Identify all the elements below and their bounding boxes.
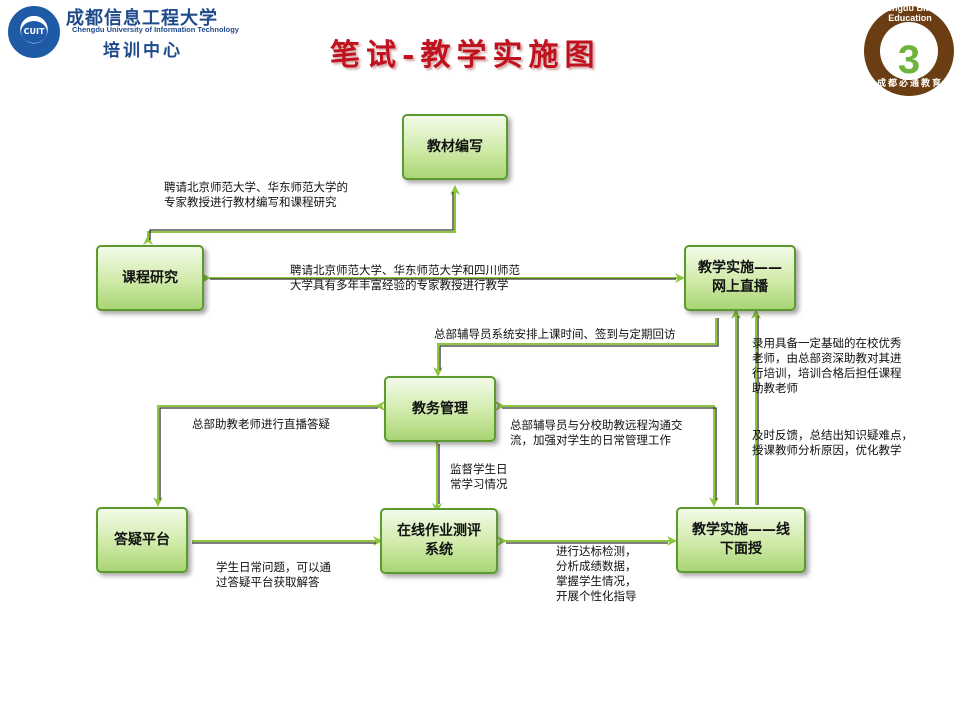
connector-academic-offline-line xyxy=(502,407,717,500)
connector-academic-offline xyxy=(495,401,719,507)
label-supervise-study: 监督学生日 常学习情况 xyxy=(450,462,508,491)
label-assessment: 进行达标检测， 分析成绩数据， 掌握学生情况， 开展个性化指导 xyxy=(556,544,637,603)
node-course-research: 课程研究 xyxy=(96,245,204,311)
node-qa-platform: 答疑平台 xyxy=(96,507,188,573)
cuit-seal-logo: CUIT xyxy=(8,6,60,58)
node-textbook: 教材编写 xyxy=(402,114,508,180)
org-dept: 培训中心 xyxy=(103,41,183,61)
node-homework-system: 在线作业测评 系统 xyxy=(380,508,498,574)
connector-research-textbook xyxy=(143,185,460,245)
cuit-seal-text: CUIT xyxy=(21,21,47,43)
org-name-cn: 成都信息工程大学 xyxy=(66,8,218,29)
label-timely-feedback: 及时反馈，总结出知识疑难点， 授课教师分析原因，优化教学 xyxy=(752,428,913,457)
node-online-teaching: 教学实施—— 网上直播 xyxy=(684,245,796,311)
connector-academic-qa-line xyxy=(159,407,378,500)
label-schedule-visits: 总部辅导员系统安排上课时间、签到与定期回访 xyxy=(434,327,676,341)
brand-mark: 3 xyxy=(897,38,921,82)
bitong-brand-logo: 3 xyxy=(864,6,954,96)
connector-online-academic-line xyxy=(439,318,719,370)
connector-research-textbook-line xyxy=(149,192,454,240)
brand-text-bottom: 成都必通教育 xyxy=(876,79,943,89)
node-academic-affairs: 教务管理 xyxy=(384,376,496,442)
label-hire-experts-textbook: 聘请北京师范大学、华东师范大学的 专家教授进行教材编写和课程研究 xyxy=(164,180,348,209)
label-live-qa: 总部助教老师进行直播答疑 xyxy=(192,417,330,431)
node-offline-teaching: 教学实施——线 下面授 xyxy=(676,507,806,573)
org-name-en: Chengdu University of Information Techno… xyxy=(72,25,239,34)
label-recruit-tutors: 录用具备一定基础的在校优秀 老师，由总部资深助教对其进 行培训，培训合格后担任课… xyxy=(752,336,902,395)
label-remote-communication: 总部辅导员与分校助教远程沟通交 流，加强对学生的日常管理工作 xyxy=(510,418,683,447)
brand-logo-ring: 3 xyxy=(880,22,938,80)
brand-text-top: Chengdu Bitong Education xyxy=(875,3,945,23)
connector-online-academic xyxy=(433,318,717,377)
page-title: 笔试-教学实施图 xyxy=(330,38,601,73)
label-hire-experts-teaching: 聘请北京师范大学、华东师范大学和四川师范 大学具有多年丰富经验的专家教授进行教学 xyxy=(290,263,520,292)
label-daily-questions: 学生日常问题，可以通 过答疑平台获取解答 xyxy=(216,560,331,589)
connector-academic-qa xyxy=(153,401,385,507)
